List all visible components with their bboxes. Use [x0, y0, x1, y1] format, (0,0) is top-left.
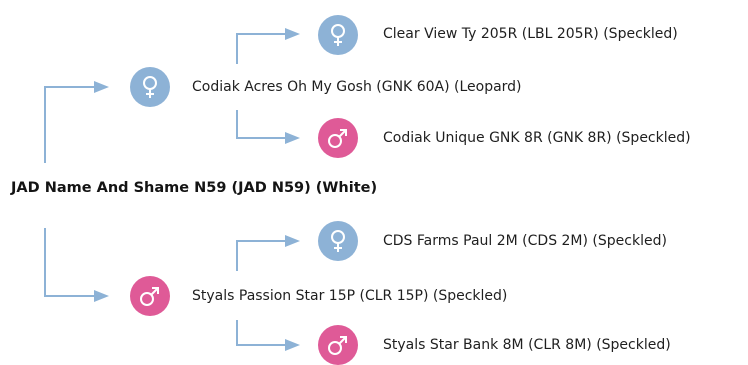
arrowhead-dam-to-dam-sire [285, 132, 300, 144]
male-symbol-icon [318, 118, 358, 158]
connector-root-to-dam [44, 86, 95, 163]
arrowhead-root-to-dam [94, 81, 109, 93]
arrowhead-dam-to-dam-dam [285, 28, 300, 40]
animal-name: JAD Name And Shame N59 (JAD N59) (White) [11, 180, 378, 196]
sire-name[interactable]: Styals Passion Star 15P (CLR 15P) (Speck… [192, 288, 508, 304]
female-symbol-glyph [331, 230, 345, 252]
dam-name[interactable]: Codiak Acres Oh My Gosh (GNK 60A) (Leopa… [192, 79, 522, 95]
arrowhead-sire-to-sire-sire [285, 339, 300, 351]
female-symbol-icon [130, 67, 170, 107]
sire-sire-name[interactable]: Styals Star Bank 8M (CLR 8M) (Speckled) [383, 337, 671, 353]
female-symbol-glyph [331, 24, 345, 46]
sire-dam-name[interactable]: CDS Farms Paul 2M (CDS 2M) (Speckled) [383, 233, 667, 249]
female-symbol-icon [318, 15, 358, 55]
dam-sire-name[interactable]: Codiak Unique GNK 8R (GNK 8R) (Speckled) [383, 130, 691, 146]
female-symbol-glyph [143, 76, 157, 98]
connector-sire-to-sire-sire [236, 320, 286, 346]
male-symbol-glyph [328, 129, 347, 148]
connector-sire-to-sire-dam [236, 240, 286, 271]
male-symbol-glyph [140, 287, 159, 306]
female-symbol-icon [318, 221, 358, 261]
connector-root-to-sire [44, 228, 95, 297]
male-symbol-glyph [328, 336, 347, 355]
male-symbol-icon [318, 325, 358, 365]
connector-dam-to-dam-sire [236, 110, 286, 139]
male-symbol-icon [130, 276, 170, 316]
arrowhead-root-to-sire [94, 290, 109, 302]
arrowhead-sire-to-sire-dam [285, 235, 300, 247]
dam-dam-name[interactable]: Clear View Ty 205R (LBL 205R) (Speckled) [383, 26, 678, 42]
connector-dam-to-dam-dam [236, 33, 286, 64]
